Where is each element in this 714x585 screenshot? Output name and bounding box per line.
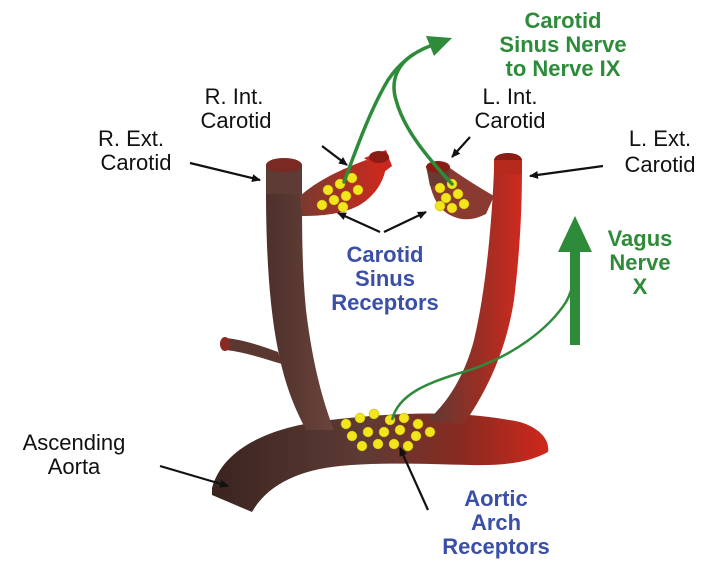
label-r-ext-carotid: R. Ext. Carotid — [98, 126, 171, 175]
label-r-int-carotid: R. Int. Carotid — [201, 84, 272, 133]
label-ascending-aorta-line2: Aorta — [48, 454, 101, 479]
label-carotid-sinus-nerve-line1: Carotid — [525, 8, 602, 33]
label-r-int-carotid-line2: Carotid — [201, 108, 272, 133]
label-vagus-nerve-line1: Vagus — [608, 226, 673, 251]
label-aortic-arch-receptors-line1: Aortic — [464, 486, 528, 511]
label-vagus-nerve-line3: X — [633, 274, 648, 299]
right-internal-carotid-opening — [369, 151, 389, 163]
label-l-int-carotid-line1: L. Int. — [482, 84, 537, 109]
label-carotid-sinus-receptors-line2: Sinus — [355, 266, 415, 291]
arrow-l-int-carotid — [452, 137, 470, 157]
label-r-ext-carotid-line2: Carotid — [101, 150, 172, 175]
right-small-branch-opening — [220, 337, 230, 351]
label-ascending-aorta: Ascending Aorta — [23, 430, 126, 479]
vagus-nerve-trunk — [570, 250, 580, 345]
arrow-r-int-carotid — [322, 146, 347, 165]
right-small-branch — [226, 338, 282, 364]
label-carotid-sinus-receptors-line1: Carotid — [347, 242, 424, 267]
label-aortic-arch-receptors-line2: Arch — [471, 510, 521, 535]
label-l-ext-carotid-line2: Carotid — [625, 152, 696, 177]
label-carotid-sinus-nerve-line2: Sinus Nerve — [499, 32, 626, 57]
label-r-int-carotid-line1: R. Int. — [205, 84, 264, 109]
label-l-int-carotid: L. Int. Carotid — [475, 84, 546, 133]
label-ascending-aorta-line1: Ascending — [23, 430, 126, 455]
right-external-carotid-opening — [266, 158, 302, 172]
label-l-ext-carotid-line1: L. Ext. — [629, 126, 691, 151]
label-aortic-arch-receptors-line3: Receptors — [442, 534, 550, 559]
arrow-l-ext-carotid — [530, 166, 603, 176]
label-l-ext-carotid: L. Ext. Carotid — [625, 126, 696, 177]
label-carotid-sinus-nerve: Carotid Sinus Nerve to Nerve IX — [499, 8, 626, 81]
right-common-carotid — [266, 178, 334, 430]
vagus-nerve-arrowhead — [558, 216, 592, 252]
label-carotid-sinus-receptors-line3: Receptors — [331, 290, 439, 315]
arrow-sinus-left — [338, 213, 380, 232]
label-vagus-nerve: Vagus Nerve X — [608, 226, 673, 299]
label-vagus-nerve-line2: Nerve — [609, 250, 670, 275]
label-l-int-carotid-line2: Carotid — [475, 108, 546, 133]
label-carotid-sinus-nerve-line3: to Nerve IX — [506, 56, 621, 81]
label-carotid-sinus-receptors: Carotid Sinus Receptors — [331, 242, 439, 315]
left-external-carotid — [494, 160, 522, 174]
label-r-ext-carotid-line1: R. Ext. — [98, 126, 164, 151]
arrow-sinus-right — [384, 212, 426, 232]
label-aortic-arch-receptors: Aortic Arch Receptors — [442, 486, 550, 559]
arrow-r-ext-carotid — [190, 163, 260, 180]
